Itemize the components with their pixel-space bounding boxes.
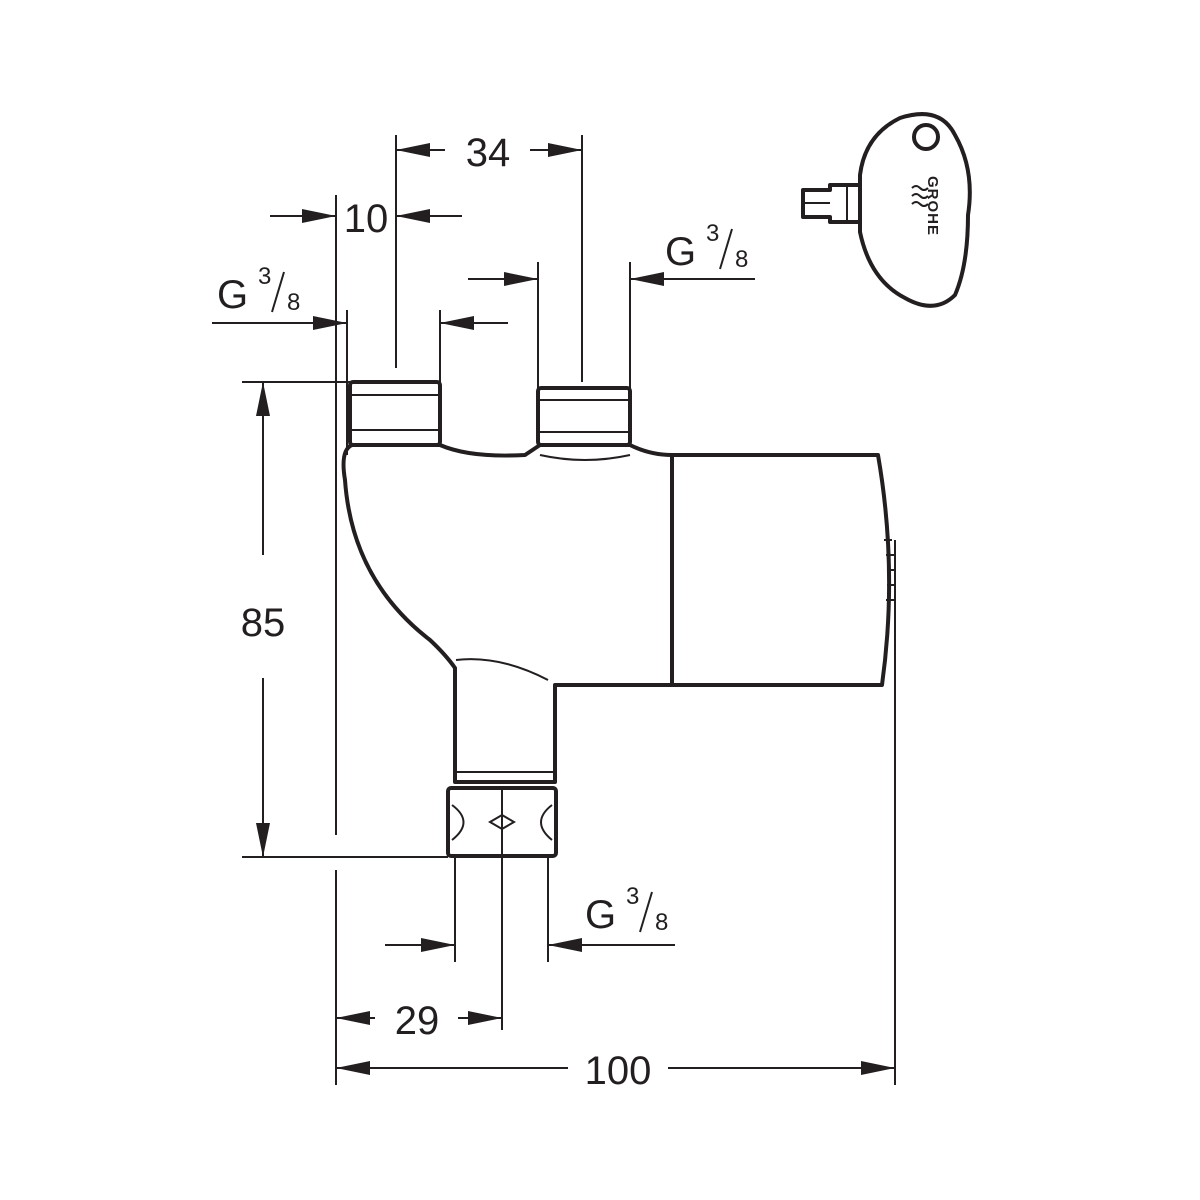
bottom-thread-num: 3 xyxy=(626,883,639,910)
right-thread-num: 3 xyxy=(706,220,719,247)
left-thread-main: G xyxy=(217,273,248,317)
dim-85-label: 85 xyxy=(241,601,286,645)
right-inlet-fitting xyxy=(536,386,632,447)
key-head xyxy=(858,112,972,308)
thermostat-body xyxy=(341,443,895,784)
outlet-nut xyxy=(446,786,558,858)
key-brand: GROHE xyxy=(924,176,941,236)
dimension-100: 100 xyxy=(336,1049,895,1093)
dimension-34: 34 xyxy=(396,131,582,175)
bottom-thread-callout: G 3 8 xyxy=(385,883,675,952)
left-thread-den: 8 xyxy=(287,289,300,316)
bottom-thread-den: 8 xyxy=(655,909,668,936)
key-hole xyxy=(912,123,940,151)
left-inlet-fitting xyxy=(348,380,442,447)
right-thread-den: 8 xyxy=(735,246,748,273)
extension-lines xyxy=(242,135,896,1085)
dim-100-label: 100 xyxy=(585,1049,652,1093)
dimension-10: 10 xyxy=(270,197,462,241)
dimension-85: 85 xyxy=(241,382,286,857)
housing xyxy=(341,443,674,784)
dim-29-label: 29 xyxy=(395,999,440,1043)
right-thread-main: G xyxy=(665,230,696,274)
adjustment-key: GROHE xyxy=(801,112,972,308)
left-thread-num: 3 xyxy=(258,263,271,290)
end-cap xyxy=(670,453,892,687)
dim-34-label: 34 xyxy=(466,131,511,175)
grohe-wave-logo xyxy=(911,185,929,207)
right-thread-callout: G 3 8 xyxy=(468,220,755,286)
dim-10-label: 10 xyxy=(344,197,389,241)
cap-grip xyxy=(884,539,895,601)
dimension-29: 29 xyxy=(336,999,502,1043)
left-thread-callout: G 3 8 xyxy=(212,263,508,330)
key-shaft xyxy=(801,183,862,224)
bottom-thread-main: G xyxy=(585,893,616,937)
